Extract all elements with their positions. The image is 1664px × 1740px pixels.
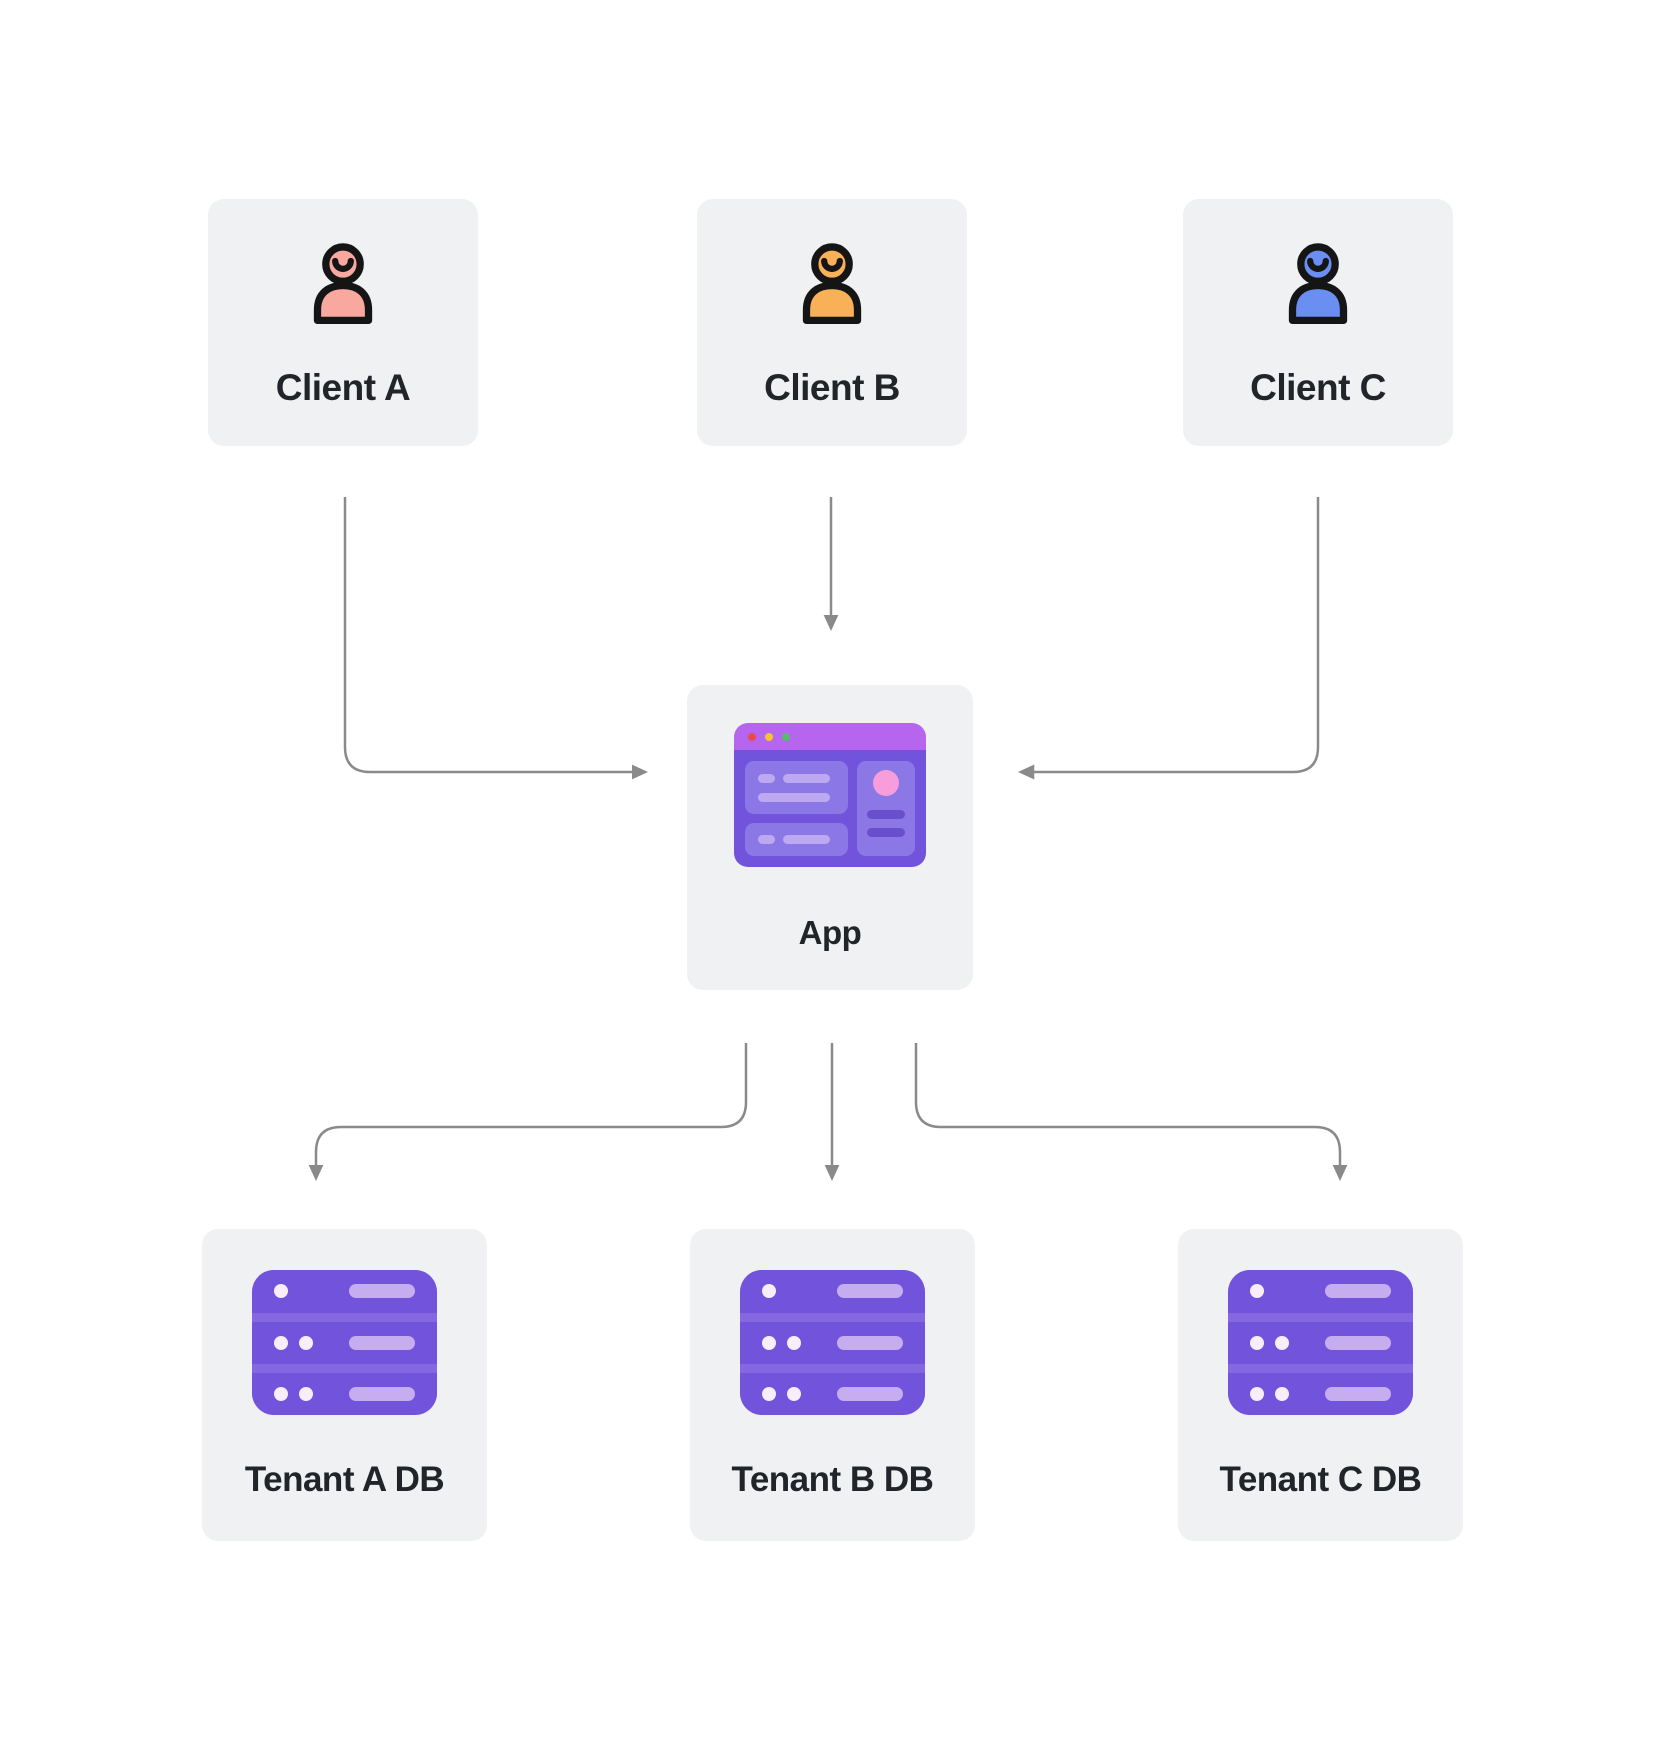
node-app: App: [687, 685, 973, 990]
browser-main-column: [745, 761, 848, 857]
client-a-label: Client A: [275, 367, 411, 409]
node-client-c: Client C: [1183, 199, 1453, 446]
server-bar: [349, 1335, 415, 1350]
person-icon: [802, 243, 862, 325]
traffic-light-green-icon: [782, 732, 790, 741]
ui-line: [867, 828, 905, 838]
ui-line: [758, 792, 830, 802]
client-b-label: Client B: [764, 367, 900, 409]
traffic-light-red-icon: [748, 732, 756, 741]
server-rack-row: [740, 1372, 925, 1416]
arrow-app-to-tenant-c-db: [914, 1043, 1348, 1181]
server-bar: [349, 1284, 415, 1299]
server-led-dot: [274, 1284, 288, 1299]
browser-side-column: [857, 761, 915, 857]
server-bar: [837, 1284, 903, 1299]
ui-line: [758, 835, 775, 845]
ui-line: [867, 810, 905, 820]
server-led-dot: [762, 1284, 776, 1299]
node-client-b: Client B: [697, 199, 967, 446]
server-bar: [1325, 1335, 1391, 1350]
node-tenant-b-db: Tenant B DB: [690, 1229, 975, 1541]
database-server-icon: [740, 1270, 925, 1416]
server-rack-row: [252, 1270, 437, 1313]
arrow-client-c-to-app: [1018, 497, 1320, 780]
ui-line: [783, 773, 830, 783]
server-rack-row: [740, 1321, 925, 1364]
tenant-b-db-label: Tenant B DB: [731, 1460, 934, 1500]
server-rack-row: [1228, 1372, 1413, 1416]
server-bar: [349, 1387, 415, 1402]
server-led-dot: [1275, 1387, 1289, 1402]
server-led-dot: [1250, 1335, 1264, 1350]
server-led-dot: [299, 1387, 313, 1402]
ui-line: [783, 835, 830, 845]
app-label: App: [798, 914, 862, 952]
person-icon: [313, 243, 373, 325]
database-server-icon: [252, 1270, 437, 1416]
server-led-dot: [1250, 1284, 1264, 1299]
server-bar: [837, 1387, 903, 1402]
server-led-dot: [787, 1387, 801, 1402]
ui-line: [758, 773, 775, 783]
server-rack-row: [1228, 1270, 1413, 1313]
arrow-client-a-to-app: [343, 497, 648, 780]
sidebar-panel: [857, 761, 915, 857]
tenant-c-db-label: Tenant C DB: [1219, 1460, 1422, 1500]
browser-titlebar: [734, 723, 926, 751]
server-rack-row: [740, 1270, 925, 1313]
server-led-dot: [1250, 1387, 1264, 1402]
database-server-icon: [1228, 1270, 1413, 1416]
server-led-dot: [787, 1335, 801, 1350]
browser-content: [734, 750, 926, 868]
client-c-label: Client C: [1250, 367, 1386, 409]
tenant-a-db-label: Tenant A DB: [244, 1460, 445, 1500]
server-led-dot: [274, 1335, 288, 1350]
node-client-a: Client A: [208, 199, 478, 446]
avatar-dot: [873, 770, 899, 797]
server-led-dot: [762, 1335, 776, 1350]
server-led-dot: [274, 1387, 288, 1402]
server-rack-row: [252, 1372, 437, 1416]
browser-window-icon: [734, 723, 926, 868]
server-bar: [1325, 1387, 1391, 1402]
node-tenant-c-db: Tenant C DB: [1178, 1229, 1463, 1541]
server-led-dot: [1275, 1335, 1289, 1350]
arrow-app-to-tenant-a-db: [308, 1043, 748, 1181]
server-rack-row: [252, 1321, 437, 1364]
server-led-dot: [299, 1335, 313, 1350]
traffic-light-yellow-icon: [765, 732, 773, 741]
server-led-dot: [762, 1387, 776, 1402]
node-tenant-a-db: Tenant A DB: [202, 1229, 487, 1541]
content-panel: [745, 761, 848, 815]
server-rack-row: [1228, 1321, 1413, 1364]
server-bar: [1325, 1284, 1391, 1299]
server-bar: [837, 1335, 903, 1350]
person-icon: [1288, 243, 1348, 325]
content-panel: [745, 823, 848, 857]
